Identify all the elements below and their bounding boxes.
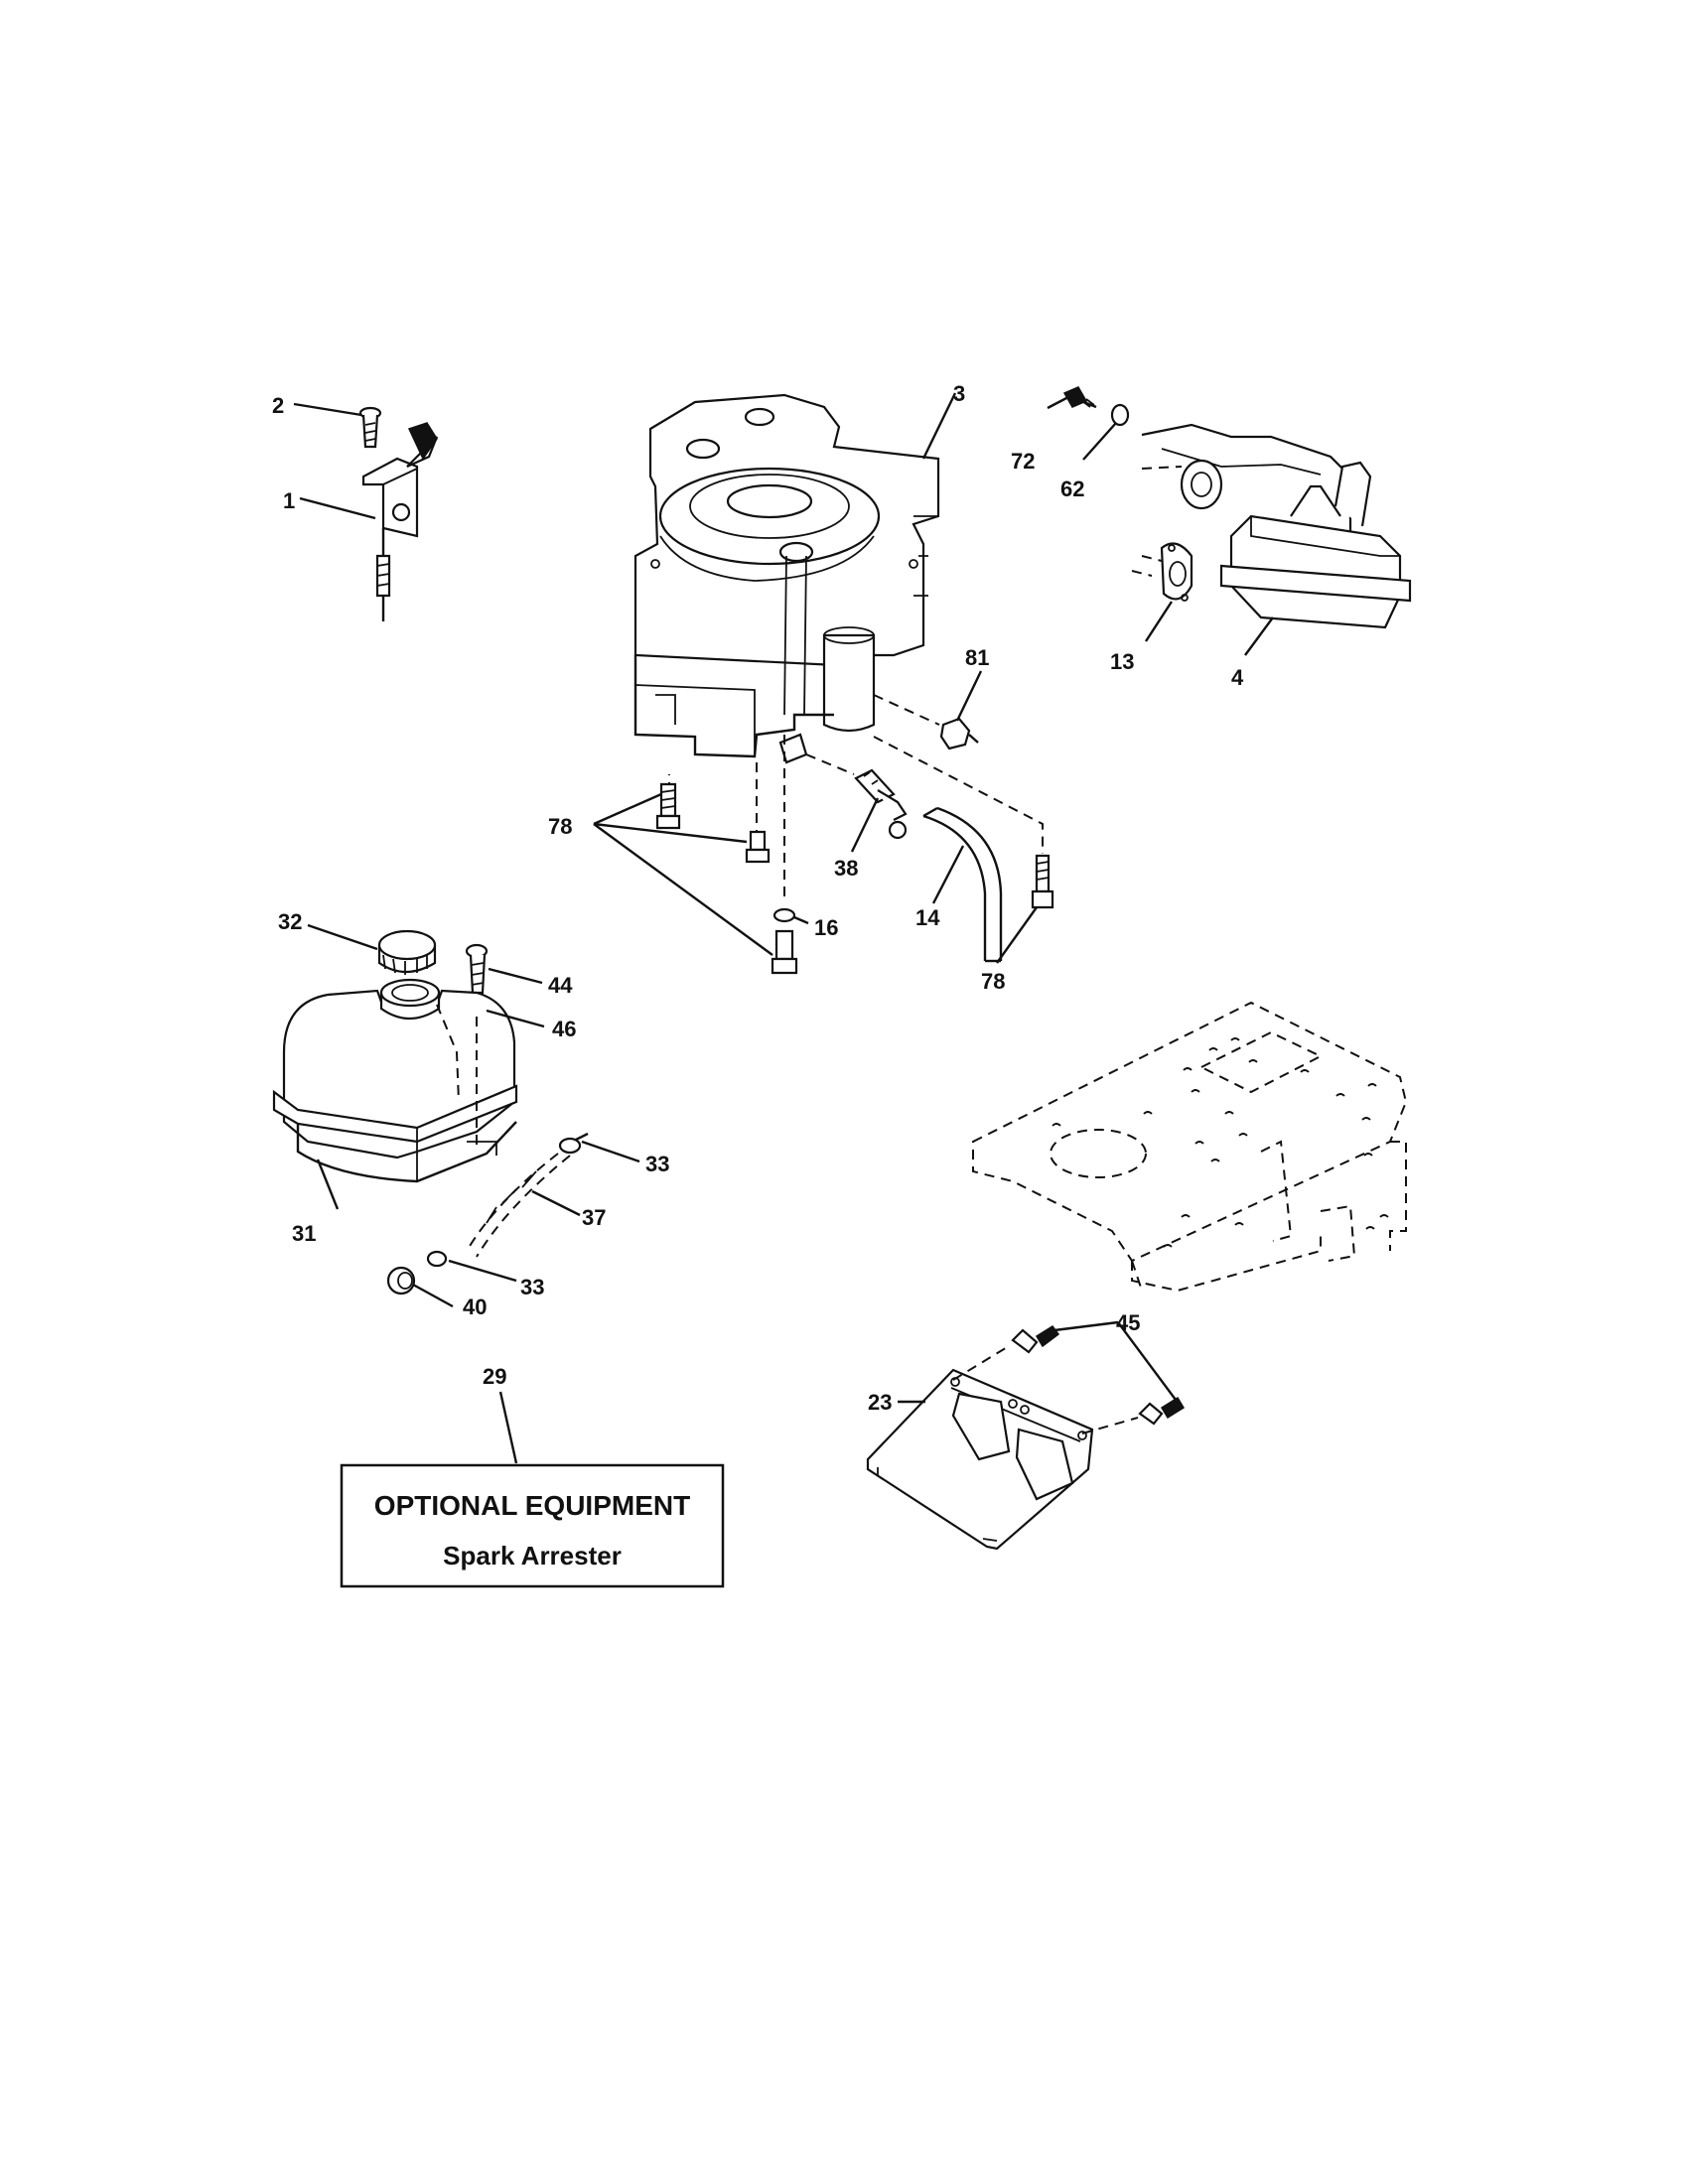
- muffler-assembly: [1062, 386, 1412, 629]
- label-part-45: 45: [1116, 1310, 1140, 1335]
- gas-cap-part-32: [377, 929, 437, 975]
- washer-part-62: [1110, 403, 1130, 427]
- screw-part-45-upper: [1011, 1324, 1060, 1354]
- label-part-81: 81: [965, 645, 989, 670]
- label-part-31: 31: [292, 1221, 316, 1246]
- bolt-part-78-left: [655, 774, 681, 830]
- label-part-62: 62: [1060, 477, 1084, 501]
- washer-part-16: [772, 907, 796, 923]
- fuel-tank-assembly: [272, 929, 589, 1296]
- label-part-72: 72: [1011, 449, 1035, 474]
- gasket-part-13: [1160, 542, 1193, 602]
- label-part-46: 46: [552, 1017, 576, 1041]
- label-part-1: 1: [283, 488, 295, 513]
- optional-equipment-box: OPTIONAL EQUIPMENT Spark Arrester: [340, 1463, 725, 1588]
- drain-hose-part-14: [922, 806, 1003, 963]
- screw-part-45-lower: [1138, 1396, 1186, 1426]
- label-part-33-upper: 33: [645, 1152, 669, 1176]
- heat-shield-part-23: [866, 1368, 1094, 1551]
- nut-part-81: [939, 717, 979, 751]
- chassis-frame: [972, 1001, 1408, 1293]
- label-part-32: 32: [278, 909, 302, 934]
- bolt-part-78-middle: [745, 762, 771, 864]
- part-number-labels: 2 1 3 72 62 13 4 81 78 38 14 16 78 32 44…: [272, 381, 1244, 1415]
- label-part-14: 14: [915, 905, 940, 930]
- drain-valve-part-38: [805, 753, 908, 840]
- bolt-part-72: [1062, 386, 1097, 409]
- spark-arrester-label: Spark Arrester: [443, 1541, 622, 1570]
- fuel-tank-part-31: [272, 978, 518, 1183]
- bolt-part-78-lower: [771, 929, 798, 975]
- throttle-control-assembly: [358, 406, 439, 621]
- engine-mount-hardware: [655, 694, 1054, 975]
- label-part-37: 37: [582, 1205, 606, 1230]
- bolt-part-78-right: [1031, 854, 1054, 909]
- label-part-38: 38: [834, 856, 858, 881]
- label-part-3: 3: [953, 381, 965, 406]
- label-part-40: 40: [463, 1295, 487, 1319]
- label-part-2: 2: [272, 393, 284, 418]
- bushing-part-40: [386, 1266, 416, 1296]
- screw-part-44: [465, 943, 489, 995]
- label-part-23: 23: [868, 1390, 892, 1415]
- muffler-part-4: [1219, 461, 1412, 629]
- leader-lines: [293, 392, 1274, 1464]
- label-part-16: 16: [814, 915, 838, 940]
- label-part-13: 13: [1110, 649, 1134, 674]
- engine-part-3: [633, 393, 940, 764]
- label-part-44: 44: [548, 973, 573, 998]
- label-part-29: 29: [483, 1364, 506, 1389]
- hose-clamp-part-33-lower: [426, 1250, 448, 1268]
- heat-shield-assembly: [866, 1324, 1186, 1551]
- screw-part-2: [358, 406, 382, 449]
- label-part-78-right: 78: [981, 969, 1005, 994]
- fuel-line-part-37: [466, 1153, 571, 1258]
- label-part-78-left: 78: [548, 814, 572, 839]
- label-part-4: 4: [1231, 665, 1244, 690]
- throttle-bracket-part-1: [361, 422, 439, 621]
- optional-equipment-heading: OPTIONAL EQUIPMENT: [374, 1490, 690, 1521]
- hose-clamp-part-33-upper: [558, 1132, 589, 1155]
- label-part-33-lower: 33: [520, 1275, 544, 1299]
